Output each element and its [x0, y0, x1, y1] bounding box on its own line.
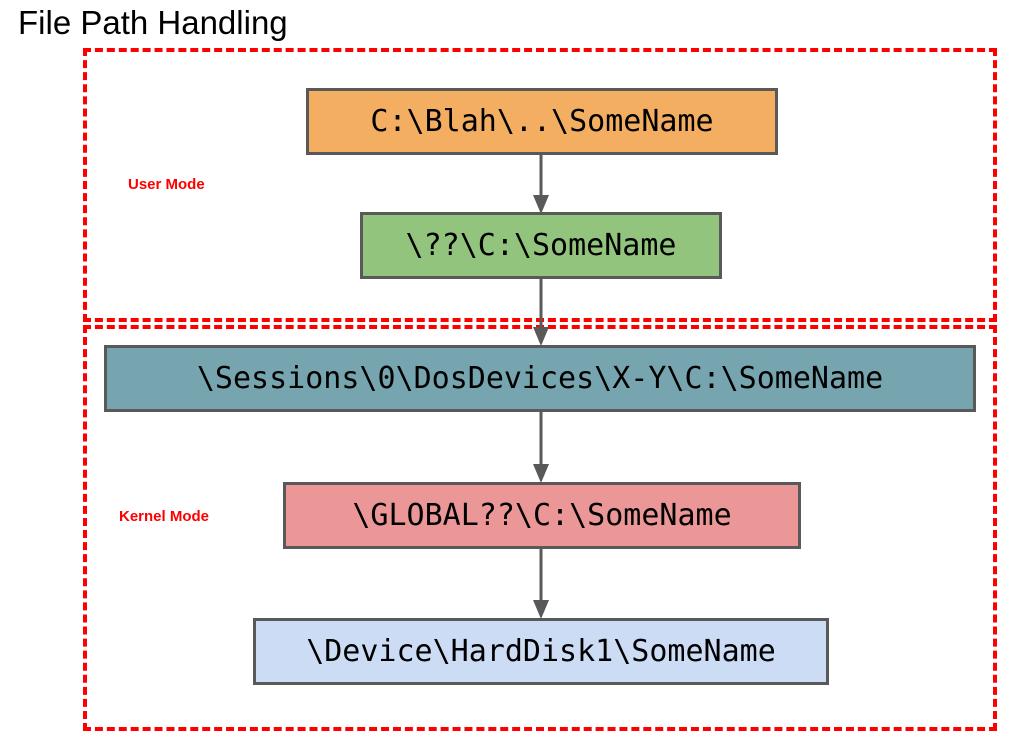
arrow-usermode-to-nt-icon [529, 153, 553, 215]
kernel-mode-label: Kernel Mode [119, 508, 210, 525]
user-mode-label: User Mode [128, 176, 205, 193]
arrow-global-to-device-icon [529, 547, 553, 620]
arrow-nt-to-session-icon [529, 277, 553, 347]
node-global-path: \GLOBAL??\C:\SomeName [283, 482, 801, 549]
node-usermode-path: C:\Blah\..\SomeName [306, 88, 778, 155]
node-device-path: \Device\HardDisk1\SomeName [253, 618, 829, 685]
arrow-session-to-global-icon [529, 410, 553, 484]
node-nt-path: \??\C:\SomeName [360, 212, 722, 279]
page-title: File Path Handling [18, 4, 288, 41]
node-session-path: \Sessions\0\DosDevices\X-Y\C:\SomeName [104, 345, 976, 412]
